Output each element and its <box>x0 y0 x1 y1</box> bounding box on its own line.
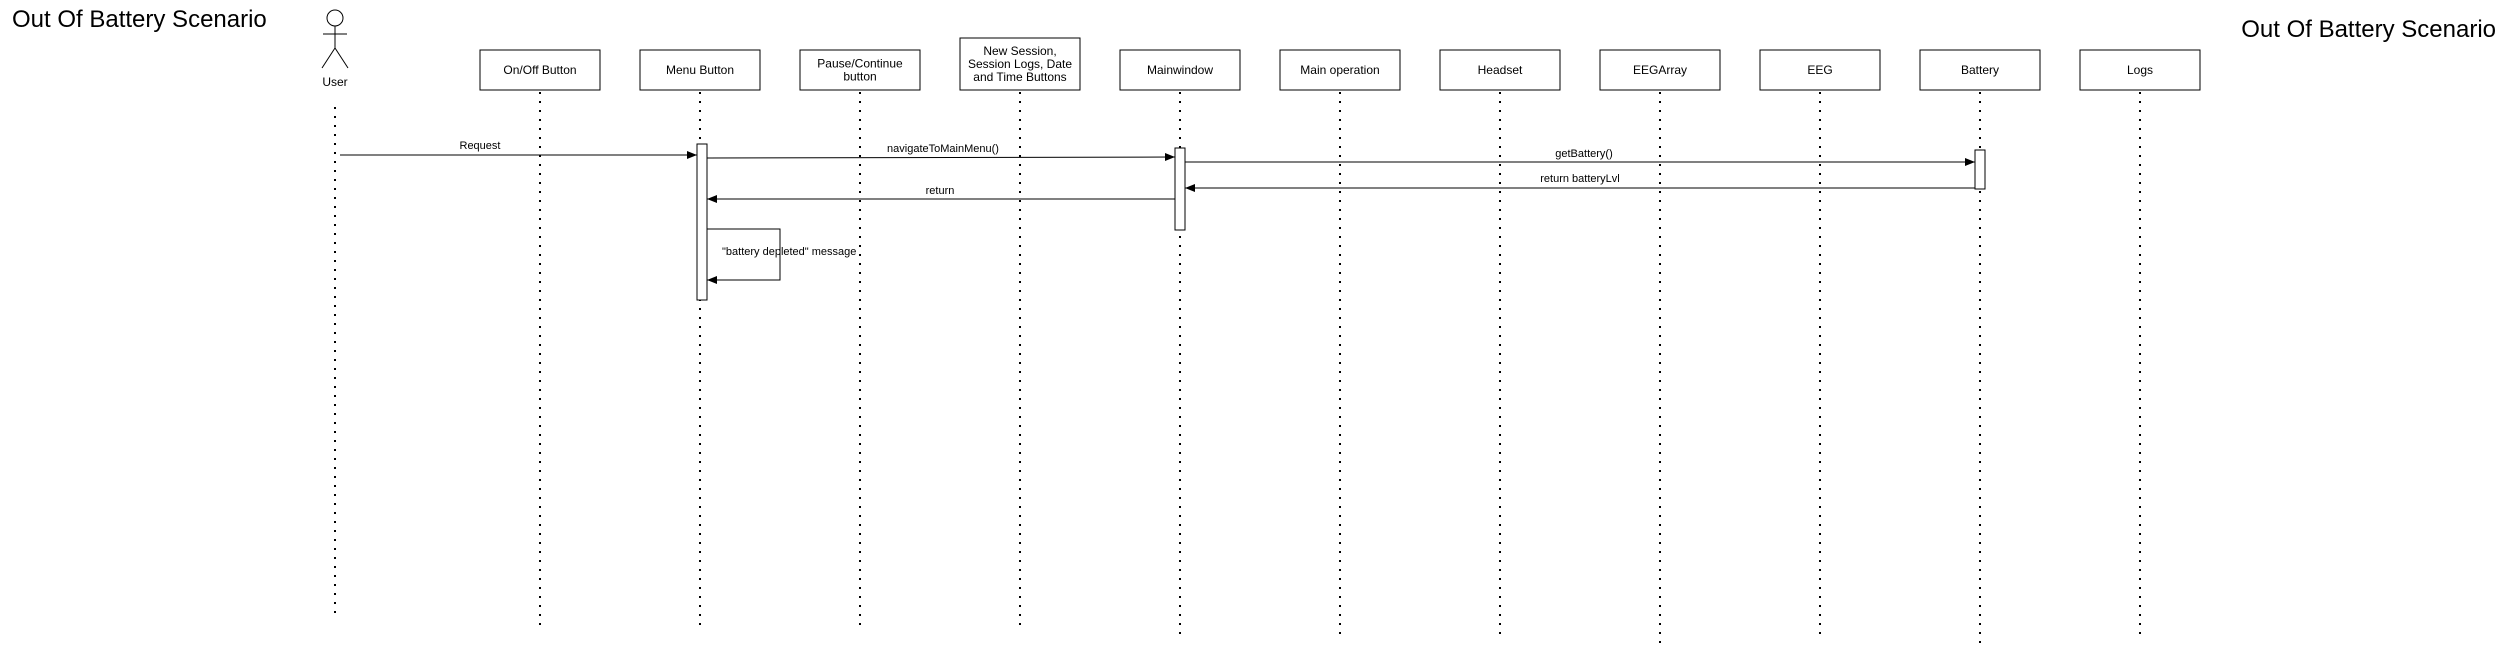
participant-menu-box <box>639 49 761 91</box>
participant-battery[interactable]: Battery <box>1919 49 2041 91</box>
user-actor[interactable]: User <box>321 9 349 89</box>
participant-mainwindow-label: Mainwindow <box>1147 63 1213 77</box>
battery-activation-bar <box>1974 149 1986 190</box>
mainwindow-activation-bar <box>1174 147 1186 231</box>
menu-button-activation-bar <box>696 143 708 301</box>
participant-eegarray[interactable]: EEGArray <box>1599 49 1721 91</box>
message-battery-depleted-label: "battery depleted" message <box>722 246 856 258</box>
participant-menu[interactable]: Menu Button <box>639 49 761 91</box>
diagram-title-right: Out Of Battery Scenario <box>2241 16 2496 43</box>
message-navigate-to-main-menu: navigateToMainMenu() <box>706 143 1176 161</box>
participant-headset-label: Headset <box>1478 63 1523 77</box>
message-return-battery-lvl-label: return batteryLvl <box>1540 173 1619 185</box>
participant-pause-label: Pause/Continue <box>817 57 903 71</box>
message-navigate-label: navigateToMainMenu() <box>887 143 999 155</box>
message-return-label: return <box>926 185 955 197</box>
message-battery-depleted-self: "battery depleted" message <box>707 228 856 284</box>
participant-mainwindow[interactable]: Mainwindow <box>1119 49 1241 91</box>
participant-mainop[interactable]: Main operation <box>1279 49 1401 91</box>
message-get-battery-label: getBattery() <box>1555 148 1612 160</box>
message-return-battery-lvl: return batteryLvl <box>1185 173 1975 192</box>
participant-newsession-box <box>959 37 1081 91</box>
participant-logs-box <box>2079 49 2201 91</box>
participant-headset-box <box>1439 49 1561 91</box>
participant-logs-label: Logs <box>2127 63 2153 77</box>
participants-layer: On/Off Button Menu Button Pause/Continuebu… <box>479 37 2201 650</box>
message-request: Request <box>340 140 697 159</box>
participant-eegarray-label: EEGArray <box>1633 63 1687 77</box>
participant-eegarray-box <box>1599 49 1721 91</box>
participant-onoff[interactable]: On/Off Button <box>479 49 601 91</box>
participant-headset[interactable]: Headset <box>1439 49 1561 91</box>
message-return: return <box>707 185 1175 203</box>
participant-newsession-label: New Session, <box>983 44 1056 58</box>
stick-figure-icon <box>321 9 349 69</box>
participant-pause-label: button <box>843 70 876 84</box>
participant-pause-box <box>799 49 921 91</box>
participant-logs[interactable]: Logs <box>2079 49 2201 91</box>
participant-onoff-box <box>479 49 601 91</box>
participant-onoff-label: On/Off Button <box>503 63 576 77</box>
participant-eeg[interactable]: EEG <box>1759 49 1881 91</box>
participant-eeg-label: EEG <box>1807 63 1832 77</box>
participant-eeg-box <box>1759 49 1881 91</box>
participant-mainwindow-box <box>1119 49 1241 91</box>
participant-mainop-box <box>1279 49 1401 91</box>
user-actor-label: User <box>322 75 347 89</box>
participant-menu-label: Menu Button <box>666 63 734 77</box>
message-get-battery: getBattery() <box>1185 148 1975 166</box>
message-request-label: Request <box>460 140 501 152</box>
participant-battery-box <box>1919 49 2041 91</box>
participant-battery-label: Battery <box>1961 63 1999 77</box>
participant-mainop-label: Main operation <box>1300 63 1379 77</box>
participant-newsession-label: Session Logs, Date <box>968 57 1072 71</box>
participant-newsession-label: and Time Buttons <box>973 70 1066 84</box>
diagram-title-left: Out Of Battery Scenario <box>12 6 267 33</box>
